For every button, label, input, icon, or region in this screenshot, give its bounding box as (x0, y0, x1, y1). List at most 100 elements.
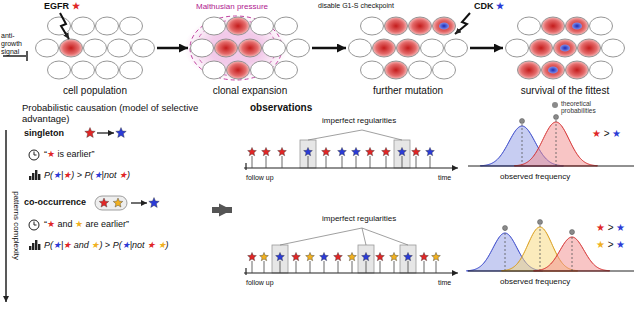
text-run: > (605, 239, 616, 250)
legend-swatch (552, 102, 558, 108)
checkpoint-note: disable G1-S checkpoint (318, 2, 394, 10)
cell (251, 61, 274, 79)
star-symbol (352, 147, 361, 155)
text-run: Malthusian pressure (196, 2, 268, 11)
text-run: > (601, 128, 612, 139)
star-symbol (338, 147, 347, 155)
cell (433, 61, 456, 79)
star-glyph: ★ (72, 1, 80, 11)
text-run: P( (44, 240, 53, 250)
text-run: theoretical probabilities (561, 100, 596, 114)
mutated-cell (566, 17, 589, 35)
probability-formula: P(★|★ and ★) > P(★|not ★ ★) (44, 240, 169, 250)
star-symbol (420, 252, 429, 260)
text-run: time (438, 174, 451, 181)
event-stalk (370, 156, 371, 168)
star-glyph: ★ (616, 222, 625, 233)
flow-arrow (470, 47, 503, 50)
star-symbol (390, 252, 399, 260)
star-symbol (432, 252, 441, 260)
cell (349, 39, 372, 57)
pattern-name: singleton (24, 128, 64, 138)
cell (409, 61, 432, 79)
event-stalk (352, 261, 353, 273)
star-glyph: ★ (596, 239, 605, 250)
mutated-cell (542, 61, 565, 79)
text-run: EGFR (44, 1, 72, 11)
text-run: time (438, 279, 451, 286)
star-symbol (348, 252, 357, 260)
temporal-condition: “★ is earlier” (44, 149, 95, 159)
frequency-order: ★ > ★ (596, 239, 625, 251)
cause-arrow (97, 132, 114, 133)
mutated-cell (385, 17, 408, 35)
legend-item: theoretical probabilities (552, 100, 619, 115)
pattern-pill (95, 196, 127, 210)
event-stalk (424, 261, 425, 273)
mutated-cell (409, 17, 432, 35)
probability-formula: P(★|★) > P(★|not ★) (44, 170, 130, 180)
legend-text: theoretical probabilities (561, 100, 619, 115)
cell (251, 17, 274, 35)
text-run: further mutation (373, 85, 443, 96)
frequency-axis (468, 166, 634, 167)
star-symbol (404, 252, 413, 260)
star-symbol (412, 147, 421, 155)
cell (287, 39, 310, 57)
star-symbol (292, 252, 301, 260)
axis-label: time (438, 279, 451, 287)
cell (72, 61, 95, 79)
star-symbol (322, 147, 331, 155)
event-stalk (394, 261, 395, 273)
cell (275, 61, 298, 79)
star-symbol (248, 147, 257, 155)
gene-label: EGFR ★ (44, 1, 80, 11)
probability-line (505, 228, 506, 271)
cell (120, 61, 143, 79)
event-stalk (430, 156, 431, 168)
time-axis (244, 167, 458, 168)
event-stalk (264, 261, 265, 273)
probability-line (556, 117, 557, 166)
cell (84, 39, 107, 57)
text-run: ) (166, 240, 169, 250)
pressure-halo (184, 15, 288, 81)
star-symbol (366, 147, 375, 155)
event-stalk (252, 261, 253, 273)
timeline (244, 228, 458, 275)
star-symbol (99, 198, 109, 207)
text-run: patterns complexity (12, 191, 21, 260)
leader-line (362, 228, 408, 245)
text-run: follow up (246, 279, 274, 286)
event-stalk (386, 156, 387, 168)
regularity-note: imperfect regularities (322, 116, 396, 125)
regularity-box (300, 140, 316, 168)
cell (361, 17, 384, 35)
probability-line (522, 121, 523, 166)
star-symbol (304, 147, 313, 155)
gene-label: CDK ★ (474, 1, 504, 11)
event-stalk (324, 261, 325, 273)
axis-label: time (438, 174, 451, 182)
probability-dot (538, 220, 543, 225)
star-glyph: ★ (147, 240, 155, 250)
histogram-icon (29, 240, 40, 250)
cell-cluster (506, 17, 625, 79)
mutated-cell (215, 39, 238, 57)
star-glyph: ★ (53, 170, 61, 180)
text-run: observed frequency (500, 172, 570, 181)
cell (421, 39, 444, 57)
text-run: are earlier” (83, 219, 129, 229)
stage-cluster: survival of the fittest (503, 14, 627, 98)
axis-label: observed frequency (500, 277, 570, 286)
axis-tick (245, 268, 246, 275)
axis-tick (245, 163, 246, 170)
text-run: | (61, 240, 63, 250)
signal-note: anti-growth signal (1, 32, 33, 56)
text-run: > (605, 222, 616, 233)
text-run: observations (250, 102, 312, 113)
event-stalk (380, 261, 381, 273)
cell (203, 17, 226, 35)
mutated-cell (578, 39, 601, 57)
time-axis (244, 272, 458, 273)
